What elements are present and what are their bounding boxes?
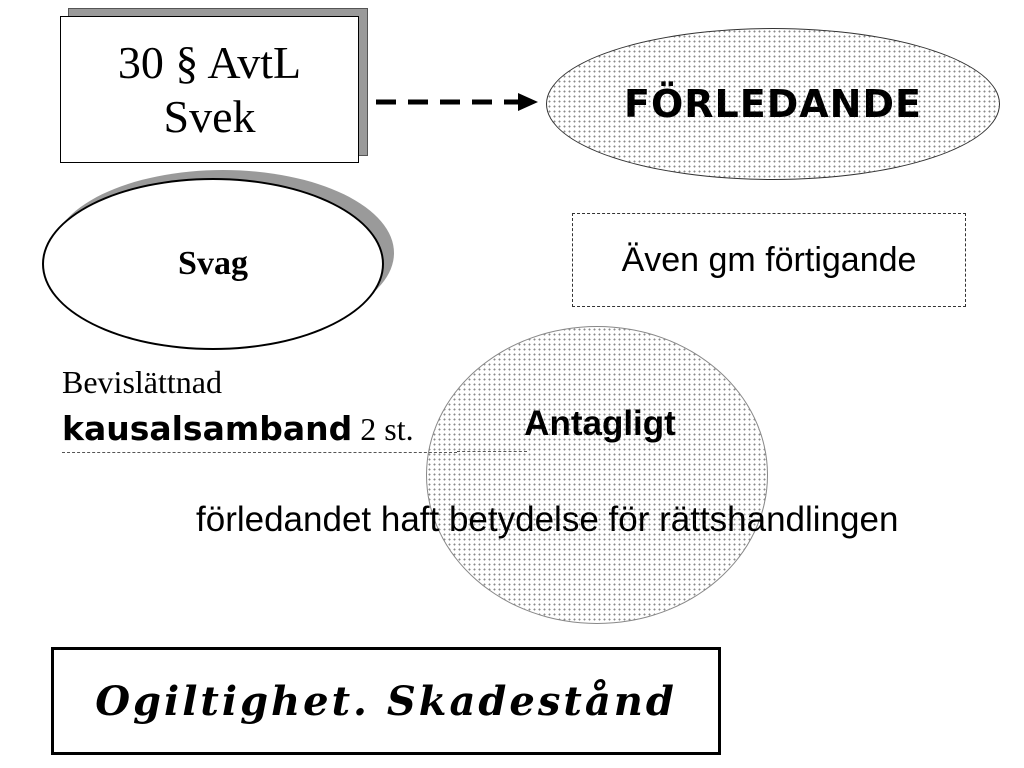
bevis-line: kausalsamband 2 st. <box>62 406 457 453</box>
forledande-label: FÖRLEDANDE <box>624 82 922 126</box>
title-line-2: Svek <box>163 90 256 142</box>
ogiltighet-label: Ogiltighet. Skadestånd <box>95 677 677 725</box>
even-box: Även gm förtigande <box>572 213 966 307</box>
arrow-head <box>518 93 538 111</box>
title-box: 30 § AvtL Svek <box>60 16 359 163</box>
ogiltighet-box: Ogiltighet. Skadestånd <box>51 647 721 755</box>
svag-label: Svag <box>178 245 248 282</box>
kausalsamband-word: kausalsamband <box>62 409 353 448</box>
forledande-ellipse: FÖRLEDANDE <box>546 28 1000 180</box>
betydelse-text: förledandet haft betydelse för rättshand… <box>196 500 899 539</box>
bevis-rest: 2 st. <box>352 411 414 447</box>
dashed-underline-extension <box>457 451 527 452</box>
bevis-heading: Bevislättnad <box>62 364 222 400</box>
dashed-arrow <box>376 93 538 111</box>
even-box-label: Även gm förtigande <box>621 240 917 279</box>
antagligt-label: Antagligt <box>524 404 676 443</box>
antagligt-circle <box>426 326 768 624</box>
title-line-1: 30 § AvtL <box>117 36 302 88</box>
svag-ellipse: Svag <box>42 178 384 350</box>
